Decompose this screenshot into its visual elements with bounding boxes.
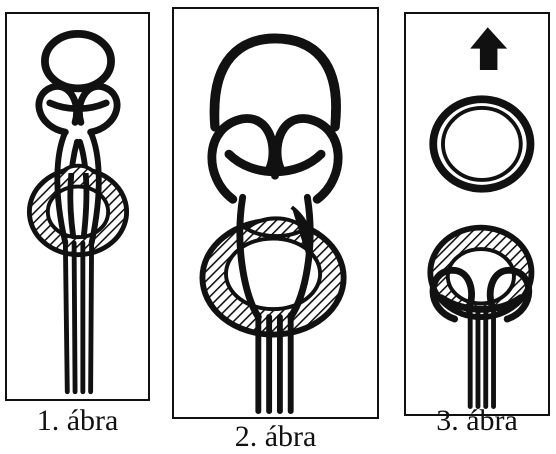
figure-1-caption: 1. ábra — [5, 404, 150, 438]
figure-1-panel — [5, 12, 150, 401]
figure-2-panel — [172, 7, 379, 419]
cord-strands-icon — [470, 309, 493, 406]
figure-2-knot-drawing — [174, 9, 377, 417]
cord-strands-icon — [65, 241, 91, 392]
figure-3-knot-drawing — [406, 14, 548, 414]
plain-ring-icon — [433, 99, 530, 188]
figure-1-knot-drawing — [7, 14, 148, 399]
figure-3-caption: 3. ábra — [404, 404, 550, 438]
figure-2-caption: 2. ábra — [172, 420, 379, 454]
up-arrow-icon — [470, 27, 507, 70]
figure-3-panel — [404, 12, 550, 416]
